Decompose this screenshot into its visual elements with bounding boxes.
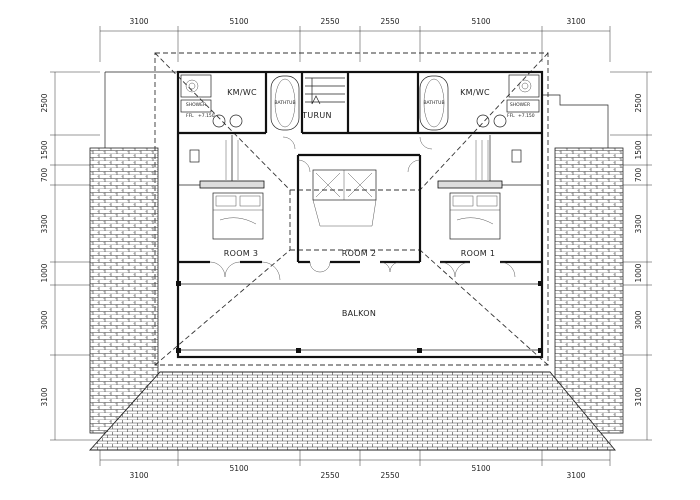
roof-tiles-bottom bbox=[88, 371, 616, 451]
wardrobe-left bbox=[189, 140, 265, 189]
dim-right-1: 2500 bbox=[634, 93, 643, 112]
dim-right-3: 700 bbox=[634, 168, 643, 183]
dim-right-4: 3300 bbox=[634, 214, 643, 233]
bathtub-left-label: BATHTUB bbox=[274, 100, 295, 106]
lower-outline bbox=[104, 71, 609, 150]
dim-top-6: 3100 bbox=[566, 17, 585, 26]
room2-label: ROOM 2 bbox=[342, 249, 377, 258]
doors bbox=[209, 136, 516, 281]
bathroom-left bbox=[180, 74, 300, 131]
roof-outline bbox=[154, 52, 549, 366]
bathroom-right bbox=[419, 74, 540, 131]
level-left-label: +7.150 bbox=[198, 113, 215, 119]
dim-top-2: 5100 bbox=[229, 17, 248, 26]
dim-bottom-1: 3100 bbox=[129, 471, 148, 480]
dim-right-2: 1500 bbox=[634, 140, 643, 159]
cabinet-room2 bbox=[312, 169, 377, 227]
level-right-label: +7.150 bbox=[518, 113, 535, 119]
dimension-top: 3100 5100 2550 2550 5100 3100 bbox=[99, 17, 611, 62]
room3-label: ROOM 3 bbox=[224, 249, 259, 258]
dim-bottom-5: 5100 bbox=[471, 464, 490, 473]
room1-label: ROOM 1 bbox=[461, 249, 496, 258]
dim-top-3: 2550 bbox=[320, 17, 339, 26]
dimension-right: 2500 1500 700 3300 1000 3000 3100 bbox=[610, 71, 652, 441]
stair-label: TURUN bbox=[301, 111, 332, 120]
dim-left-1: 2500 bbox=[40, 93, 49, 112]
ffl-right-label: FFL bbox=[507, 113, 515, 119]
balcony-label: BALKON bbox=[342, 309, 376, 318]
dim-bottom-2: 5100 bbox=[229, 464, 248, 473]
dim-top-1: 3100 bbox=[129, 17, 148, 26]
dim-right-6: 3000 bbox=[634, 310, 643, 329]
dim-left-7: 3100 bbox=[40, 387, 49, 406]
dim-right-5: 1000 bbox=[634, 263, 643, 282]
ffl-left-label: FFL bbox=[186, 113, 194, 119]
dim-left-3: 700 bbox=[40, 168, 49, 183]
dim-right-7: 3100 bbox=[634, 387, 643, 406]
dim-top-4: 2550 bbox=[380, 17, 399, 26]
dim-bottom-6: 3100 bbox=[566, 471, 585, 480]
shower-left-label: SHOWER bbox=[186, 102, 206, 108]
kmwc-left-label: KM/WC bbox=[227, 88, 257, 97]
building-walls bbox=[176, 70, 544, 359]
dim-left-4: 3300 bbox=[40, 214, 49, 233]
shower-right-label: SHOWER bbox=[510, 102, 530, 108]
roof-tiles-right bbox=[554, 147, 624, 434]
kmwc-right-label: KM/WC bbox=[460, 88, 490, 97]
dim-left-2: 1500 bbox=[40, 140, 49, 159]
dim-left-6: 3000 bbox=[40, 310, 49, 329]
wardrobe-right bbox=[437, 140, 522, 189]
stair bbox=[305, 77, 345, 105]
dim-bottom-3: 2550 bbox=[320, 471, 339, 480]
bathtub-right-label: BATHTUB bbox=[423, 100, 444, 106]
balcony-railing bbox=[176, 281, 543, 353]
bed-room3 bbox=[212, 192, 264, 240]
bed-room1 bbox=[449, 192, 501, 240]
dim-bottom-4: 2550 bbox=[380, 471, 399, 480]
dim-top-5: 5100 bbox=[471, 17, 490, 26]
dim-left-5: 1000 bbox=[40, 263, 49, 282]
